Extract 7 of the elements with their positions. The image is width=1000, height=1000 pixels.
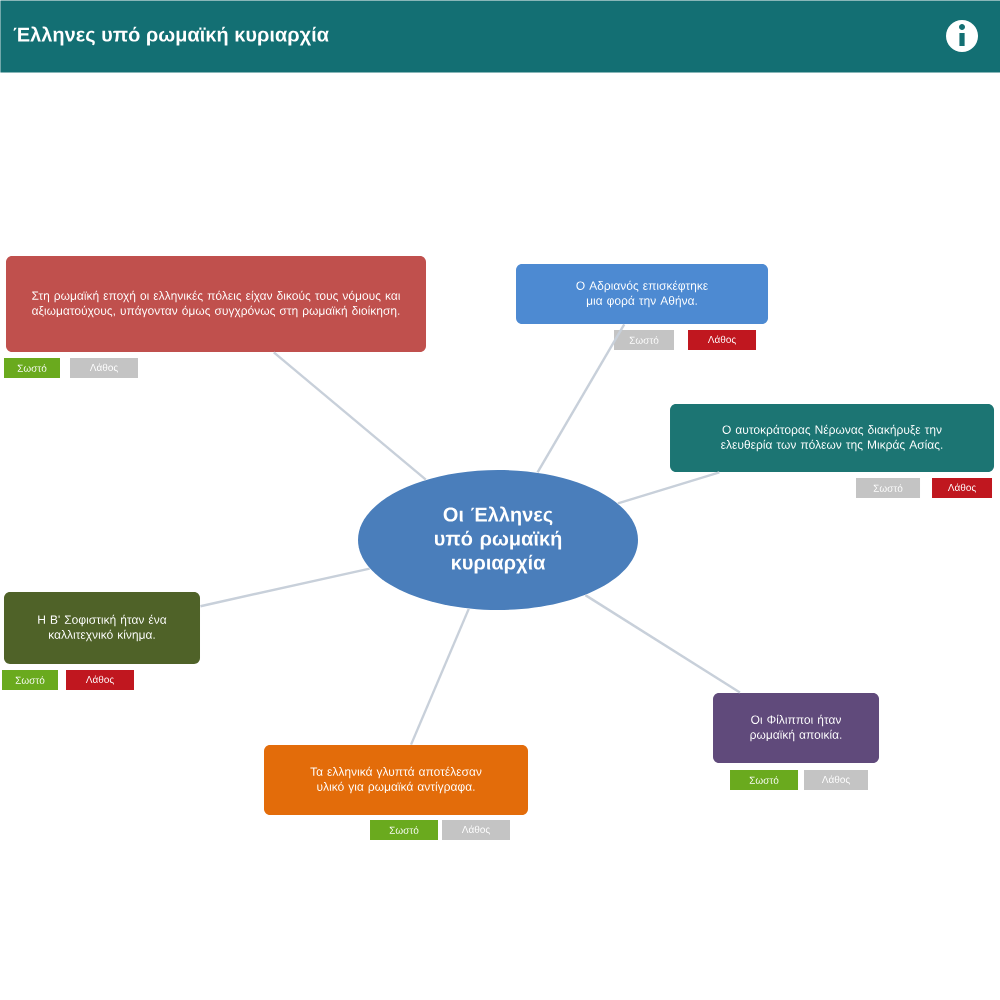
connector-line: [536, 323, 626, 474]
title: Έλληνες υπό ρωμαϊκή κυριαρχία: [13, 26, 329, 46]
connector-line: [273, 351, 427, 481]
connector-line: [617, 471, 720, 505]
connector-line: [584, 594, 741, 694]
connector-line: [409, 608, 470, 746]
connector-line: [200, 567, 370, 608]
